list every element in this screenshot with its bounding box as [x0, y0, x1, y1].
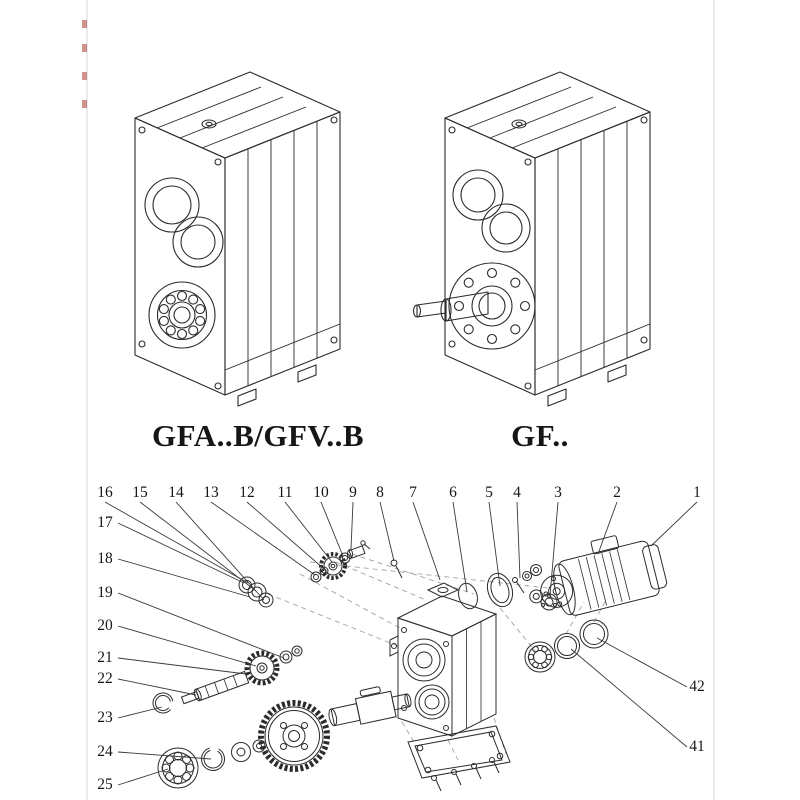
callout-5: 5: [485, 484, 493, 501]
callout-8: 8: [376, 484, 384, 501]
callout-19: 19: [97, 584, 113, 601]
part-ball-bearing: [157, 747, 199, 789]
part-snap-ring: [201, 747, 225, 771]
callout-4: 4: [513, 484, 521, 501]
callout-13: 13: [203, 484, 219, 501]
leader-lines: [104, 501, 698, 786]
part-shaft-key: [359, 686, 381, 697]
callout-3: 3: [554, 484, 562, 501]
part-output-shaft: [328, 686, 412, 727]
callout-2: 2: [613, 484, 621, 501]
part-output-gear: [258, 700, 330, 772]
corner-screws: [138, 116, 338, 390]
part-intermediate-gear: [244, 645, 303, 686]
callout-12: 12: [239, 484, 255, 501]
callout-42: 42: [689, 678, 705, 695]
callout-6: 6: [449, 484, 457, 501]
part-cover-plate: [407, 725, 511, 779]
callout-25: 25: [97, 776, 113, 793]
output-flange: [448, 262, 536, 350]
output-bearing-face: [148, 281, 216, 349]
page-margins: [86, 0, 715, 800]
callout-14: 14: [168, 484, 184, 501]
callout-21: 21: [97, 649, 113, 666]
callout-1: 1: [693, 484, 701, 501]
corner-screws: [448, 116, 648, 390]
callout-17: 17: [97, 514, 113, 531]
red-edge-marks: [82, 20, 87, 108]
part-bearing-right: [524, 641, 556, 673]
part-pinion-shaft: [180, 670, 250, 705]
callout-18: 18: [97, 550, 113, 567]
part-cover-screws: [431, 757, 500, 792]
part-seal-rings: [238, 576, 274, 608]
projection-lines: [267, 553, 607, 761]
callout-11: 11: [278, 484, 293, 501]
part-circlip-small: [152, 692, 174, 714]
callout-16: 16: [97, 484, 113, 501]
callout-15: 15: [132, 484, 148, 501]
part-fasteners: [512, 564, 542, 594]
part-motor: [529, 535, 668, 616]
model-label-left: GFA..B/GFV..B: [152, 418, 364, 453]
callout-10: 10: [313, 484, 329, 501]
callout-23: 23: [97, 709, 113, 726]
part-housing: [389, 582, 498, 737]
input-bores: [144, 177, 224, 268]
part-retaining-rings: [554, 619, 609, 659]
output-shaft: [412, 291, 489, 322]
callout-41: 41: [689, 738, 705, 755]
callout-9: 9: [349, 484, 357, 501]
model-label-right: GF..: [511, 418, 569, 453]
callout-24: 24: [97, 743, 113, 760]
callout-7: 7: [409, 484, 417, 501]
callout-20: 20: [97, 617, 113, 634]
callout-22: 22: [97, 670, 113, 687]
gearbox-gfab-drawing: [134, 71, 341, 407]
upper-bores: [452, 169, 531, 253]
exploded-view: [152, 535, 668, 792]
part-gaskets: [458, 572, 514, 610]
callout-numbers: 16 15 14 13 12 11 10 9 8 7 6 5 4 3 2 1 1…: [97, 484, 705, 793]
gearbox-gf-drawing: [412, 71, 651, 407]
